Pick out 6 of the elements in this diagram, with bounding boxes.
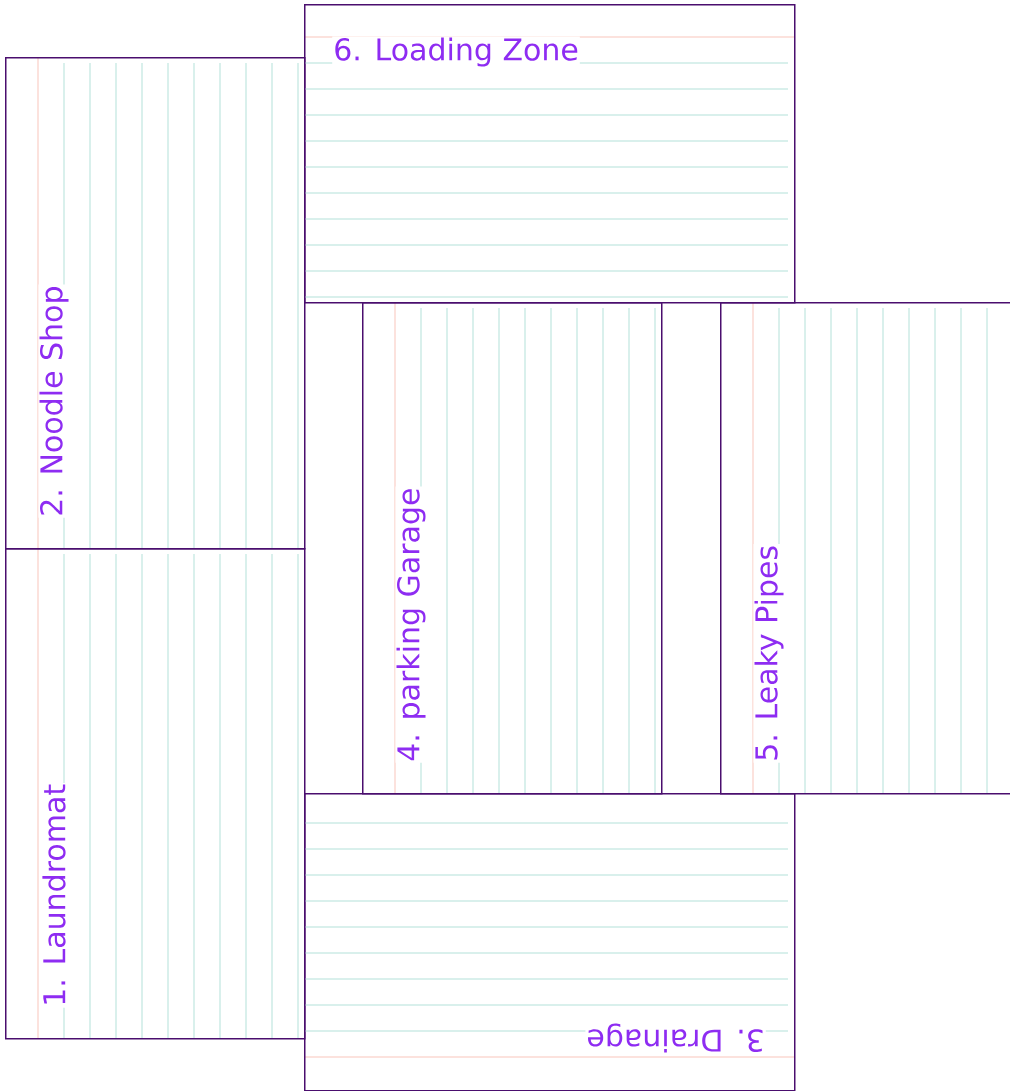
note-card: 2. Noodle Shop: [5, 56, 306, 550]
note-card: 5. Leaky Pipes: [720, 301, 1010, 795]
note-card: 3. Drainage: [303, 793, 796, 1091]
note-card: 6. Loading Zone: [303, 4, 796, 304]
note-card: 4. parking Garage: [362, 301, 663, 795]
note-card: 1. Laundromat: [5, 547, 306, 1040]
